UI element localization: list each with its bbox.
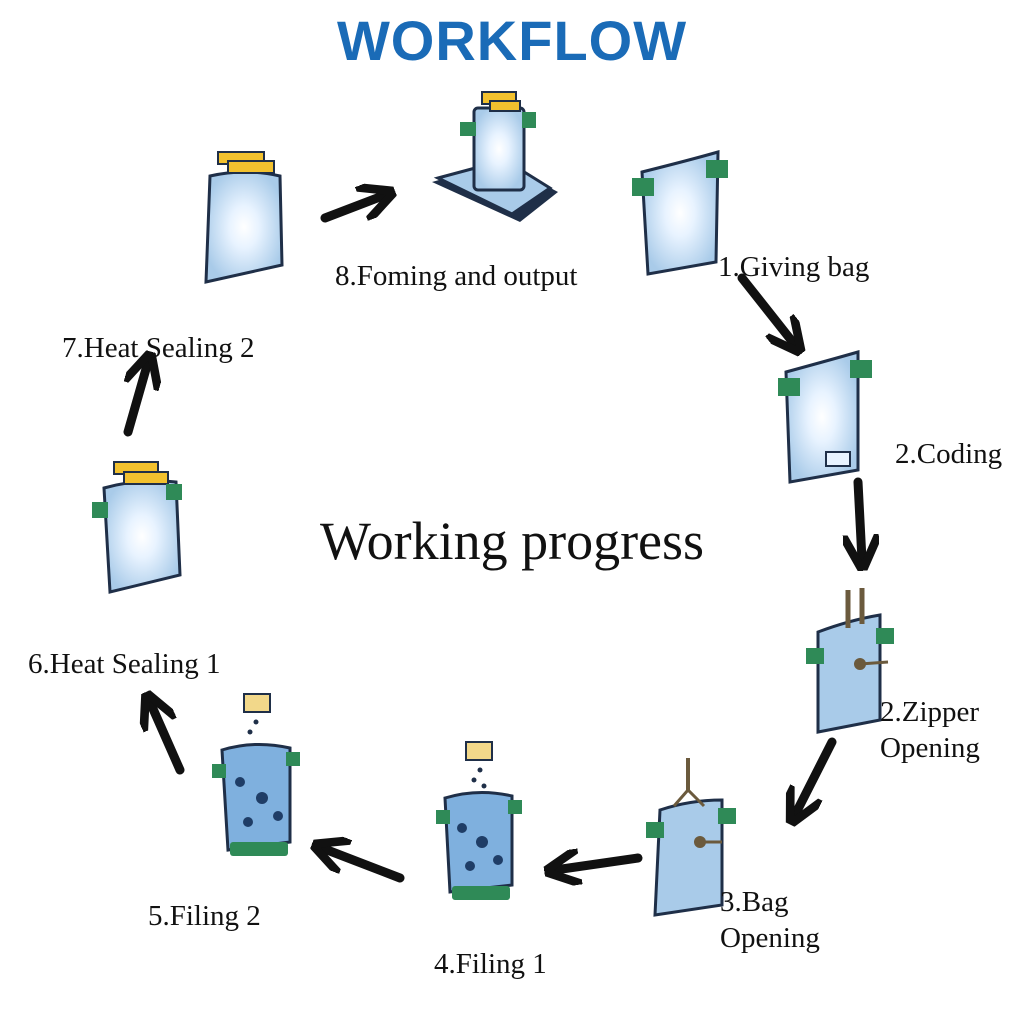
step-label-heat-sealing-1: 6.Heat Sealing 1 [28, 648, 221, 680]
arrow-8-to-1 [320, 195, 385, 223]
coding-illustration [778, 350, 872, 484]
filing-1-illustration [436, 741, 522, 900]
heat-sealing-2-illustration [204, 151, 284, 284]
diagram-title: WORKFLOW [336, 9, 688, 72]
step-label-filing-1: 4.Filing 1 [434, 948, 547, 980]
step-label-coding: 2.Coding [895, 438, 1003, 470]
arrow-4-to-5 [322, 848, 405, 883]
filing-2-illustration [212, 693, 300, 856]
giving-bag-illustration [632, 150, 728, 276]
arrow-2b-to-3 [795, 737, 837, 815]
zipper-opening-illustration [806, 588, 894, 734]
forming-output-illustration [432, 91, 558, 222]
step-label-zipper-opening: 2.Zipper Opening [880, 696, 980, 764]
step-label-giving-bag: 1.Giving bag [718, 251, 870, 283]
step-label-bag-opening: 3.Bag Opening [720, 886, 820, 954]
arrow-5-to-6 [150, 702, 185, 775]
arrow-2-to-2b [858, 477, 862, 560]
step-label-filing-2: 5.Filing 2 [148, 900, 261, 932]
step-label-forming-output: 8.Foming and output [335, 260, 578, 292]
arrow-3-to-4 [555, 858, 643, 870]
arrow-1-to-2 [737, 273, 795, 345]
step-label-heat-sealing-2: 7.Heat Sealing 2 [62, 332, 255, 364]
heat-sealing-illustration [92, 461, 182, 594]
center-label: Working progress [319, 511, 705, 571]
arrow-6-to-7 [123, 362, 148, 437]
bag-opening-illustration [646, 758, 736, 917]
